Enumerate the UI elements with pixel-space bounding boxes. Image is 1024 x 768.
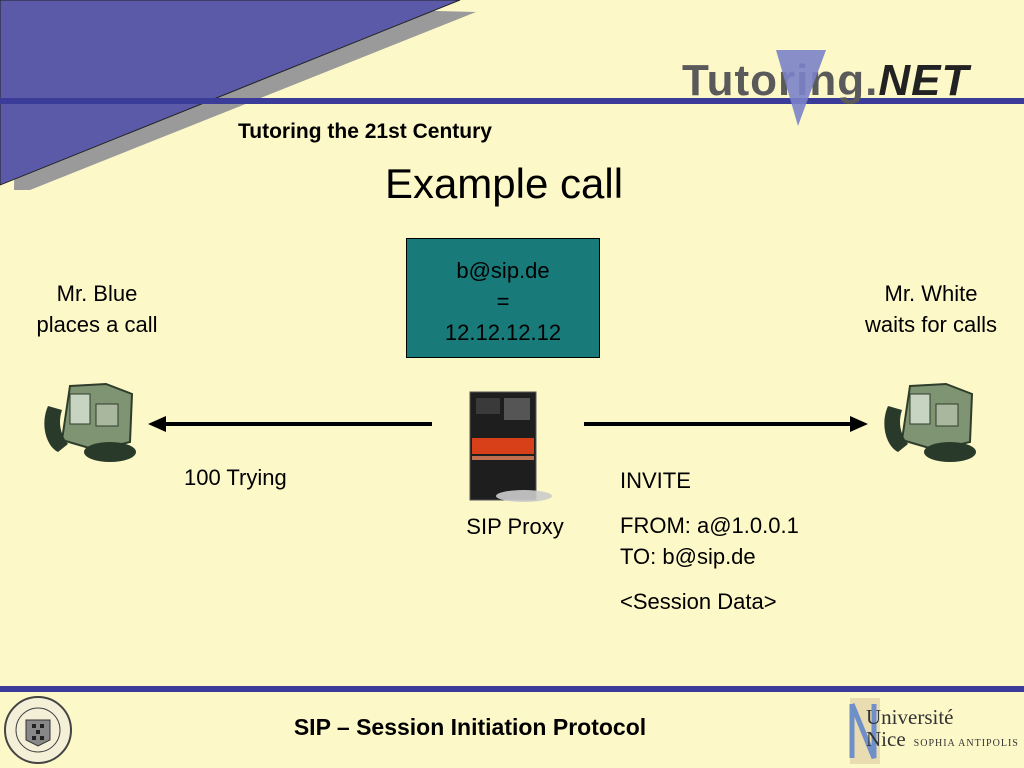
footer-title: SIP – Session Initiation Protocol <box>293 714 647 740</box>
server-icon <box>469 391 552 502</box>
mapping-equals: = <box>496 289 510 314</box>
invite-body: <Session Data> <box>620 589 777 614</box>
university-line3: SOPHIA ANTIPOLIS <box>913 738 1019 749</box>
logo-net: NET <box>878 56 970 105</box>
right-user-name: Mr. White <box>884 281 978 306</box>
university-line2: Nice <box>866 727 906 751</box>
header-rule <box>0 98 1024 104</box>
tagline: Tutoring the 21st Century <box>238 120 492 143</box>
university-seal-icon <box>4 696 72 764</box>
slide-title: Example call <box>384 160 624 207</box>
invite-to: TO: b@sip.de <box>620 544 756 569</box>
right-user-label: Mr. White waits for calls <box>836 278 1024 340</box>
left-user-name: Mr. Blue <box>56 281 138 306</box>
proxy-label: SIP Proxy <box>466 514 564 539</box>
university-line1: Université <box>866 705 954 729</box>
mapping-address: b@sip.de <box>456 258 550 283</box>
left-user-label: Mr. Blue places a call <box>0 278 194 340</box>
phone-icon <box>44 382 136 462</box>
header-banner <box>0 0 476 190</box>
trying-message: 100 Trying <box>184 465 287 490</box>
invite-message: INVITE FROM: a@1.0.0.1 TO: b@sip.de <Ses… <box>620 465 799 617</box>
invite-from: FROM: a@1.0.0.1 <box>620 513 799 538</box>
mapping-ip: 12.12.12.12 <box>444 320 562 345</box>
logo-triangle-icon <box>776 50 826 126</box>
arrow-to-callee <box>584 416 868 432</box>
arrow-to-caller <box>148 416 432 432</box>
footer-rule <box>0 686 1024 692</box>
right-user-status: waits for calls <box>864 312 998 337</box>
phone-icon <box>884 382 976 462</box>
university-name: Université Nice SOPHIA ANTIPOLIS <box>866 706 1019 751</box>
invite-method: INVITE <box>620 468 691 493</box>
left-user-status: places a call <box>36 312 158 337</box>
nice-logo-icon <box>849 698 880 764</box>
logo-text: Tutoring. <box>682 56 879 105</box>
tutoring-net-logo: Tutoring.NET <box>682 56 969 106</box>
mapping-box: b@sip.de = 12.12.12.12 <box>406 238 600 358</box>
